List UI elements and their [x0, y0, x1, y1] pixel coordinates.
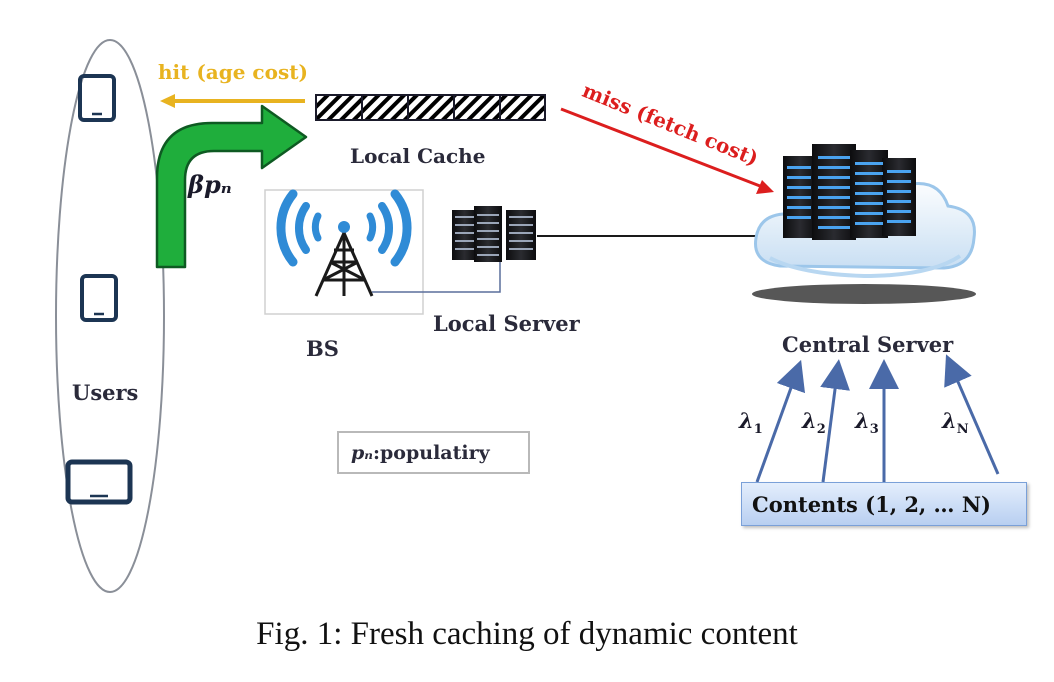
lambda-2: λ2	[802, 408, 826, 437]
lambda-subscript: 2	[816, 422, 826, 438]
central-server-icon	[752, 144, 976, 304]
central-server-label: Central Server	[782, 332, 954, 357]
lambda-subscript: 3	[869, 422, 879, 438]
lambda-symbol: λ	[855, 408, 870, 433]
lambda-symbol: λ	[739, 408, 754, 433]
bs-server-link	[372, 262, 501, 293]
base-station-icon	[264, 189, 424, 315]
request-arrows	[755, 354, 1000, 483]
lambda-n: λN	[942, 408, 969, 437]
lambda-subscript: N	[956, 422, 969, 438]
hit-arrow	[160, 94, 305, 108]
laptop-icon	[65, 459, 133, 505]
tablet-icon	[78, 74, 116, 122]
beta-arrow	[155, 104, 308, 269]
bs-label: BS	[306, 336, 339, 361]
lambda-symbol: λ	[942, 408, 957, 433]
local-cache-blocks	[315, 94, 546, 121]
local-cache-label: Local Cache	[350, 144, 486, 168]
users-label: Users	[72, 380, 139, 405]
miss-arrow	[560, 107, 774, 194]
contents-box: Contents (1, 2, … N)	[741, 482, 1027, 526]
beta-label: βpₙ	[188, 170, 232, 199]
local-server-label: Local Server	[433, 311, 580, 336]
lambda-symbol: λ	[802, 408, 817, 433]
users-group-ellipse	[55, 39, 165, 593]
lambda-3: λ3	[855, 408, 879, 437]
popularity-legend: pₙ:populatiry	[337, 431, 530, 474]
hit-label: hit (age cost)	[158, 60, 308, 84]
popularity-symbol: pₙ	[351, 441, 373, 464]
tablet-icon	[80, 274, 118, 322]
figure-caption: Fig. 1: Fresh caching of dynamic content	[256, 616, 798, 652]
lambda-subscript: 1	[753, 422, 763, 438]
popularity-text: :populatiry	[373, 441, 490, 464]
local-server-icon	[452, 206, 536, 262]
lambda-1: λ1	[739, 408, 763, 437]
